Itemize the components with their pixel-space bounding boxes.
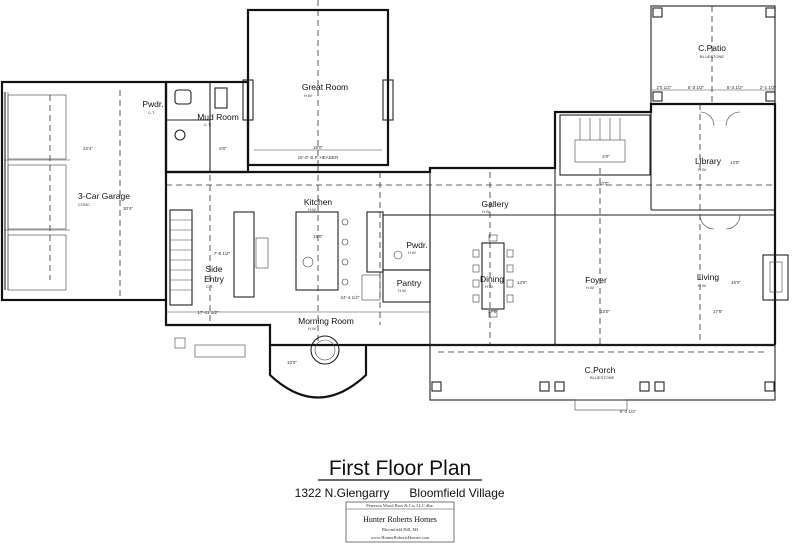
porch-area [429,344,776,411]
dim-kitchen-width: 18'0" [313,234,323,239]
dim-stair-width: 4'0" [602,154,610,159]
great-room-label: Great Room [302,82,348,92]
dim-dining-width: 17'0" [488,309,498,314]
dining-finish: H.W. [485,284,494,289]
side-entry-label-line2: Entry [204,274,225,284]
builder-city: Bloomfield Hill, MI [382,527,419,533]
dining-label: Dining [480,274,504,284]
living-finish: H.W. [698,283,707,288]
pantry-pwdr-walls [361,214,431,303]
dim-living-width: 17'6" [713,309,723,314]
dining-table [472,234,514,318]
dim-gallery-width: 10'0" [599,181,609,186]
morning-room-finish: H.W. [308,326,317,331]
great-room-finish: H.W. [304,93,313,98]
kitchen-finish: H.W. [308,207,317,212]
gallery-label: Gallery [482,199,510,209]
dim-patio-2: 5'-3 1/2" [688,85,705,90]
garage-label: 3-Car Garage [78,191,130,201]
living-fireplace [762,254,789,301]
dim-patio-3: 5'-3 1/2" [727,85,744,90]
dim-garage-width: 22'4" [83,146,93,151]
mud-room-area [164,80,250,174]
location-text: Bloomfield Village [409,486,504,500]
morning-room-label: Morning Room [298,316,354,326]
main-house-walls [164,102,777,347]
pwdr-upper-finish: C.T. [148,110,155,115]
dim-garage-depth: 30'4" [123,206,133,211]
dim-mud-width: 6'0" [219,146,227,151]
dim-library-depth: 13'0" [730,160,740,165]
pantry-finish: H.W. [398,288,407,293]
builder-web: www.HunterRobertsHomes.com [371,535,430,540]
dim-great-room-width: 19'0" [313,145,323,150]
morning-room-bay [268,335,368,399]
dim-great-room-header: 15'-0" B.P. HEADER [298,155,339,160]
living-label: Living [697,272,719,282]
garage-area [0,80,168,302]
dim-morning-width: 24'-4 1/2" [341,295,360,300]
porch-label: C.Porch [585,365,616,375]
dim-side-entry-depth: 7'-8 1/2" [214,251,231,256]
mud-room-finish: C.T. [204,122,211,127]
dim-morning-depth: 10'0" [287,360,297,365]
dim-side-entry-width: 17'-11 1/2" [197,310,219,315]
kitchen-label: Kitchen [304,197,333,207]
library-finish: H.W. [698,167,707,172]
pwdr-lower-finish: H.W. [408,250,417,255]
dim-porch-depth: 6'-4 1/2" [620,409,637,414]
builder-name: Hunter Roberts Homes [363,515,437,524]
patio-label: C.Patio [698,43,726,53]
side-entry-steps [174,337,246,358]
central-stair [559,114,651,176]
pwdr-lower-label: Pwdr. [406,240,427,250]
kitchen-fixtures [233,211,384,298]
address-text: 1322 N.Glengarry [295,486,390,500]
library-doors [699,111,741,230]
patio-finish: BLUESTONE [700,54,724,59]
foyer-finish: H.W. [586,285,595,290]
gallery-finish: H.W. [482,209,491,214]
dim-dining-depth: 13'6" [517,280,527,285]
dim-patio-1: 2'0 1/2" [657,85,672,90]
dim-living-depth: 16'0" [731,280,741,285]
garage-finish: CONC. [78,202,91,207]
plan-title: First Floor Plan [329,457,471,480]
side-stair [169,209,193,306]
dim-foyer-depth: 13'0" [600,309,610,314]
foyer-label: Foyer [585,275,607,285]
pwdr-upper-label: Pwdr. [142,99,163,109]
side-entry-label-line1: Side [205,264,222,274]
porch-finish: BLUESTONE [590,375,614,380]
side-entry-finish: C.T. [206,284,213,289]
dim-patio-4: 2'-1 1/2" [760,85,777,90]
mud-room-label: Mud Room [197,112,239,122]
library-label: Library [695,156,722,166]
pantry-label: Pantry [397,278,422,288]
builder-line1: Peterson Wood Bros & Co, LLC dba: [366,503,433,509]
builder-title-box: Peterson Wood Bros & Co, LLC dba: Hunter… [345,501,455,543]
